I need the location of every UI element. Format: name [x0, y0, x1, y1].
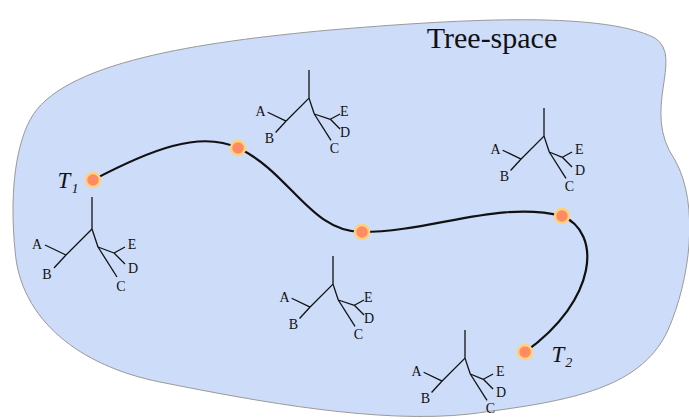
tree-branch: [310, 284, 333, 307]
leaf-label: B: [500, 170, 509, 184]
leaf-label: A: [491, 143, 501, 157]
leaf-label: D: [364, 312, 374, 326]
leaf-label: B: [289, 318, 298, 332]
leaf-label: B: [421, 392, 430, 406]
tree-branch: [338, 300, 354, 305]
tree-name: T₁: [58, 169, 79, 192]
region-title: Tree-space: [427, 23, 558, 53]
tree-branch: [45, 245, 66, 255]
tree-branch: [503, 150, 521, 159]
leaf-label: E: [128, 238, 137, 252]
tree-branch: [314, 114, 331, 140]
tree-shape: [503, 108, 572, 178]
tree-branch: [511, 159, 522, 170]
tree-branch: [464, 330, 465, 358]
tree-point: [86, 173, 100, 187]
leaf-label: D: [575, 164, 585, 178]
leaf-label: B: [42, 268, 51, 282]
tree-branch: [330, 119, 340, 129]
tree-branch: [543, 108, 544, 136]
tree-branch: [66, 229, 92, 255]
leaf-label: E: [340, 105, 349, 119]
tree-branch: [338, 300, 355, 326]
leaf-label: A: [32, 238, 42, 252]
tree-branch: [354, 305, 364, 315]
leaf-label: C: [486, 402, 495, 416]
tree-shape: [45, 197, 125, 277]
tree-branch: [521, 136, 544, 159]
tree-branch: [300, 307, 311, 318]
leaf-label: E: [575, 143, 584, 157]
tree-shape: [292, 256, 364, 326]
leaf-label: A: [256, 105, 266, 119]
tree-branch: [442, 358, 465, 381]
tree-branch: [268, 112, 286, 121]
tree-shape: [424, 330, 493, 400]
tree-branch: [333, 284, 338, 300]
geodesic-path: [93, 141, 587, 352]
tree-branch: [92, 229, 98, 247]
tree-branch: [314, 114, 330, 119]
tree-branch: [544, 136, 549, 152]
tree-branch: [424, 372, 442, 381]
tree-branch: [432, 381, 443, 392]
tree-branch: [98, 247, 114, 253]
tree-branch: [562, 152, 572, 157]
tree-branch: [286, 98, 309, 121]
tree-branch: [98, 247, 117, 277]
leaf-label: C: [565, 180, 574, 194]
tree-branch: [562, 157, 572, 167]
tree-point: [555, 209, 569, 223]
tree-branch: [354, 300, 364, 305]
leaf-label: C: [354, 328, 363, 342]
path-points: [86, 141, 569, 359]
tree-branch: [91, 197, 92, 229]
leaf-label: C: [330, 142, 339, 156]
leaf-label: B: [265, 132, 274, 146]
tree-drawings: [45, 70, 572, 400]
tree-branch: [470, 374, 483, 379]
tree-point: [231, 141, 245, 155]
leaf-label: D: [128, 262, 138, 276]
tree-branch: [114, 247, 125, 253]
leaf-label: E: [364, 291, 373, 305]
leaf-label: A: [280, 291, 290, 305]
tree-branch: [309, 98, 314, 114]
leaf-label: E: [496, 365, 505, 379]
tree-branch: [308, 70, 309, 98]
tree-branch: [276, 121, 287, 132]
leaf-label: C: [116, 280, 125, 294]
tree-branch: [330, 114, 340, 119]
tree-name: T₂: [552, 343, 573, 366]
leaf-label: D: [340, 126, 350, 140]
tree-space-region: [13, 20, 689, 417]
tree-branch: [54, 255, 66, 268]
tree-branch: [549, 152, 562, 157]
tree-branch: [465, 358, 470, 374]
tree-branch: [483, 379, 493, 389]
leaf-label: A: [412, 365, 422, 379]
tree-branch: [332, 256, 333, 284]
tree-point: [518, 345, 532, 359]
tree-shape: [268, 70, 340, 140]
tree-branch: [292, 298, 310, 307]
tree-point: [355, 225, 369, 239]
tree-branch: [483, 374, 493, 379]
tree-branch: [114, 253, 125, 264]
leaf-label: D: [496, 386, 506, 400]
